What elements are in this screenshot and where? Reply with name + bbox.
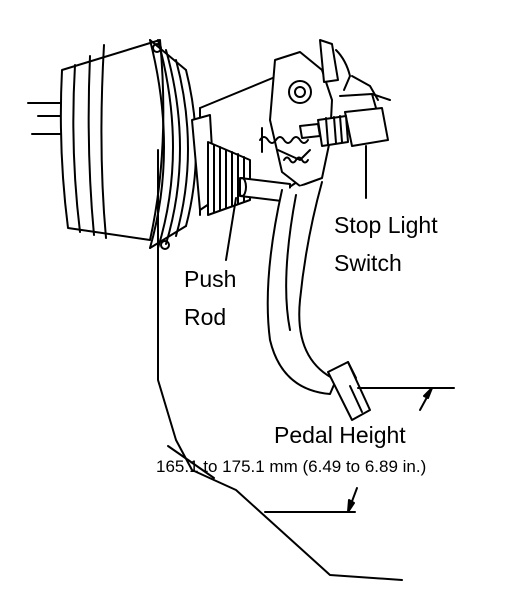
- push-rod-label-line2: Rod: [184, 304, 227, 330]
- push-rod-leader: [225, 197, 237, 261]
- return-spring: [259, 127, 311, 164]
- pedal-pad: [327, 361, 371, 421]
- floor-line: [157, 149, 403, 581]
- stop-light-switch-label-line2: Switch: [334, 250, 402, 276]
- pedal-height-dimension: [264, 387, 455, 513]
- pedal-height-spec: 165.1 to 175.1 mm (6.49 to 6.89 in.): [156, 457, 427, 476]
- push-rod-label-line1: Push: [184, 266, 237, 292]
- pedal-arm: [266, 181, 337, 395]
- pedal-height-label: Pedal Height: [274, 422, 406, 448]
- stop-light-switch-label-line1: Stop Light: [334, 212, 438, 238]
- brake-booster: [27, 39, 197, 250]
- stop-light-switch: [299, 93, 391, 199]
